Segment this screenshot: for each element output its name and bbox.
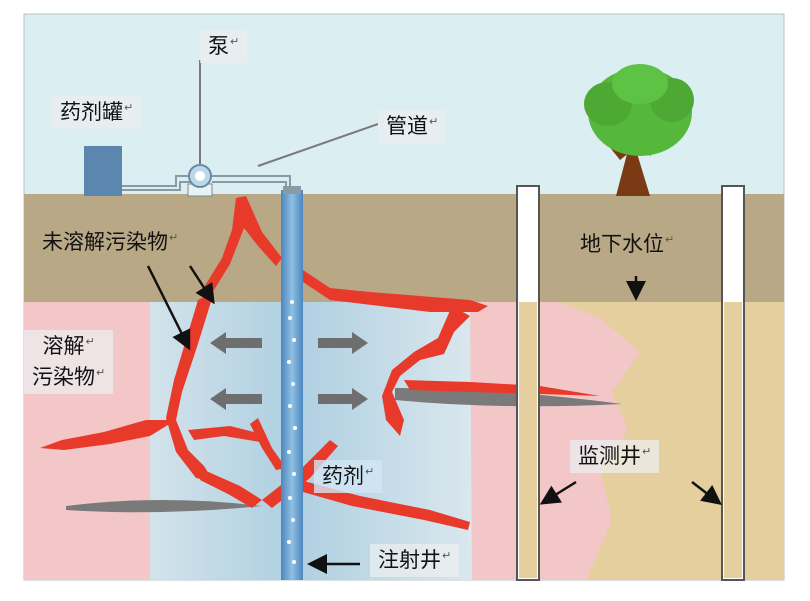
arrow-icon bbox=[318, 388, 368, 410]
annotation-arrows bbox=[146, 265, 722, 574]
pump-label: 泵↵ bbox=[200, 30, 248, 64]
tank-icon bbox=[84, 146, 122, 196]
pump-icon bbox=[187, 164, 213, 197]
dissolved-contaminant-label: 溶解↵ 污染物↵ bbox=[24, 330, 114, 395]
water-table-label: 地下水位↵ bbox=[580, 232, 675, 256]
reagent-bubbles bbox=[287, 300, 297, 564]
arrow-icon bbox=[318, 332, 368, 354]
well-cap bbox=[283, 186, 301, 194]
upper-soil-layer bbox=[24, 194, 784, 302]
pipe-leader bbox=[257, 123, 379, 167]
flow-arrows bbox=[210, 332, 368, 410]
clay-lens bbox=[395, 388, 622, 407]
monitoring-well-left bbox=[516, 185, 540, 581]
arrow-icon bbox=[210, 332, 262, 354]
clay-lens bbox=[66, 500, 262, 513]
injection-well-label: 注射井↵ bbox=[370, 544, 460, 578]
monitoring-well-right bbox=[721, 185, 745, 581]
pipe bbox=[122, 175, 291, 191]
arrow-icon bbox=[210, 388, 262, 410]
monitoring-well-label: 监测井↵ bbox=[570, 440, 660, 474]
undissolved-contaminant-label: 未溶解污染物↵ bbox=[42, 230, 179, 254]
reagent-label: 药剂↵ bbox=[314, 460, 383, 494]
tank-label: 药剂罐↵ bbox=[52, 96, 142, 130]
tree-icon bbox=[584, 64, 694, 196]
pipe-label: 管道↵ bbox=[378, 110, 447, 144]
treatment-zone bbox=[150, 302, 472, 580]
